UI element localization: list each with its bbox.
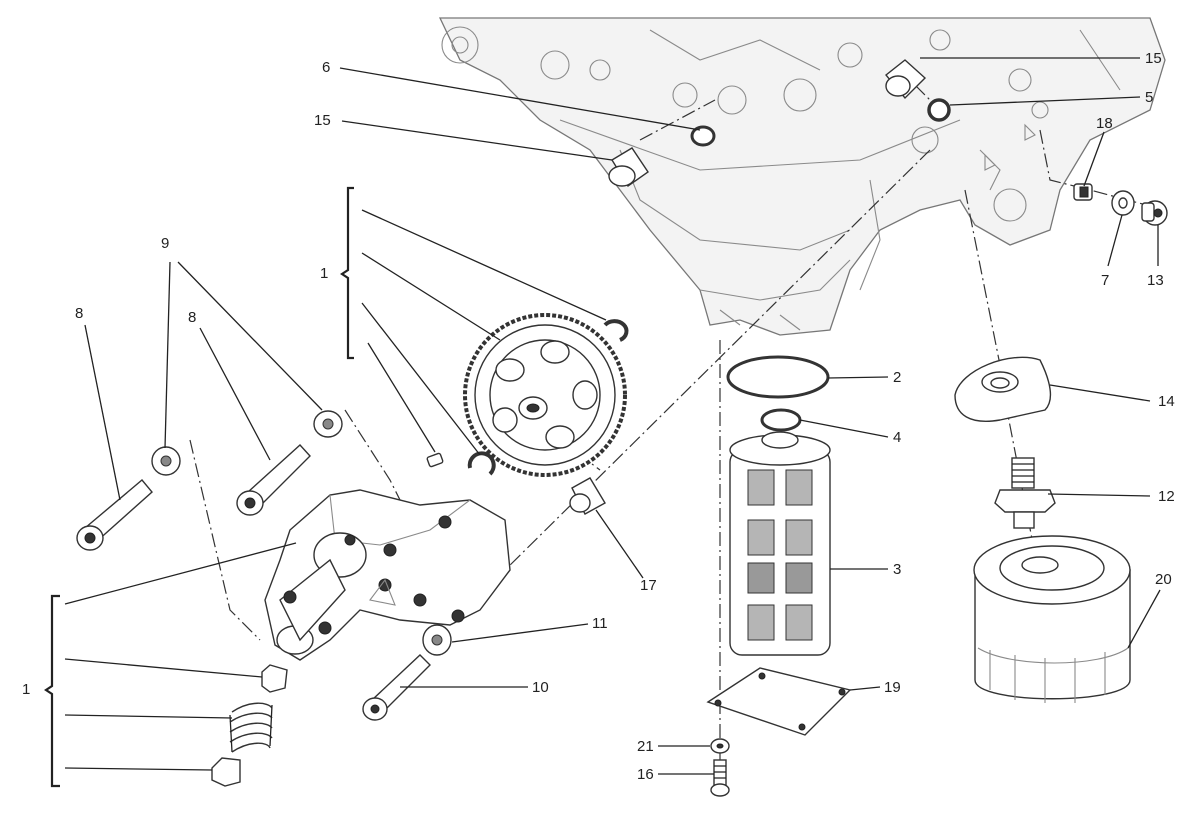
- callout-21: 21: [637, 738, 654, 755]
- washer-part-21: [710, 738, 730, 754]
- washer-part-7: [1111, 190, 1135, 216]
- callout-5: 5: [1145, 89, 1153, 106]
- filter-element-part-3: [729, 431, 831, 656]
- relief-valve-plug: [211, 757, 241, 787]
- filter-cover-part-19: [706, 667, 852, 736]
- crankcase-drawing: [438, 17, 1166, 336]
- callout-15-left: 15: [314, 112, 331, 129]
- bolt-part-8-right: [236, 444, 311, 516]
- relief-valve-piston: [261, 664, 288, 693]
- circlip-lower: [467, 451, 496, 476]
- plate-part-14: [954, 356, 1052, 422]
- callout-13: 13: [1147, 272, 1164, 289]
- woodruff-key: [426, 452, 444, 468]
- kit-1-brace-bottom: [44, 594, 60, 788]
- callout-1-top: 1: [320, 265, 328, 282]
- callout-16: 16: [637, 766, 654, 783]
- o-ring-part-5: [927, 98, 951, 122]
- callout-12: 12: [1158, 488, 1175, 505]
- oil-filter-part-20: [973, 535, 1131, 703]
- bushing-part-15-left: [608, 147, 649, 187]
- plug-part-18: [1073, 183, 1093, 201]
- oil-pump-body: [264, 489, 511, 661]
- callout-15-right: 15: [1145, 50, 1162, 67]
- bolt-part-10: [362, 654, 431, 721]
- callout-8-right: 8: [188, 309, 196, 326]
- nipple-part-12: [994, 457, 1056, 529]
- callout-8-left: 8: [75, 305, 83, 322]
- drive-gear: [463, 313, 627, 477]
- washer-part-11: [422, 624, 452, 656]
- relief-valve-spring: [229, 702, 273, 753]
- callout-1-bottom: 1: [22, 681, 30, 698]
- callout-14: 14: [1158, 393, 1175, 410]
- callout-labels: 6 15 15 5 18 7 13 1 9 8 8 2 4 3 14 12 20…: [22, 50, 1175, 783]
- o-ring-part-2: [726, 355, 830, 399]
- dowel-part-17: [569, 477, 606, 515]
- callout-18: 18: [1096, 115, 1113, 132]
- leader-lines: [64, 57, 1161, 775]
- callout-6: 6: [322, 59, 330, 76]
- callout-17: 17: [640, 577, 657, 594]
- callout-2: 2: [893, 369, 901, 386]
- callout-4: 4: [893, 429, 901, 446]
- bolt-part-8-left: [76, 479, 153, 551]
- o-ring-part-6: [690, 125, 716, 147]
- washer-part-9-right: [313, 410, 343, 438]
- screw-plug-part-13: [1141, 200, 1168, 226]
- callout-3: 3: [893, 561, 901, 578]
- callout-7: 7: [1101, 272, 1109, 289]
- callout-19: 19: [884, 679, 901, 696]
- screw-part-16: [710, 759, 730, 797]
- callout-10: 10: [532, 679, 549, 696]
- callout-20: 20: [1155, 571, 1172, 588]
- washer-part-9-left: [151, 446, 181, 476]
- circlip: [603, 319, 629, 342]
- kit-1-brace-top: [340, 186, 354, 360]
- callout-9: 9: [161, 235, 169, 252]
- callout-11: 11: [592, 615, 608, 632]
- bushing-part-15-right: [885, 59, 927, 100]
- o-ring-part-4: [760, 408, 802, 432]
